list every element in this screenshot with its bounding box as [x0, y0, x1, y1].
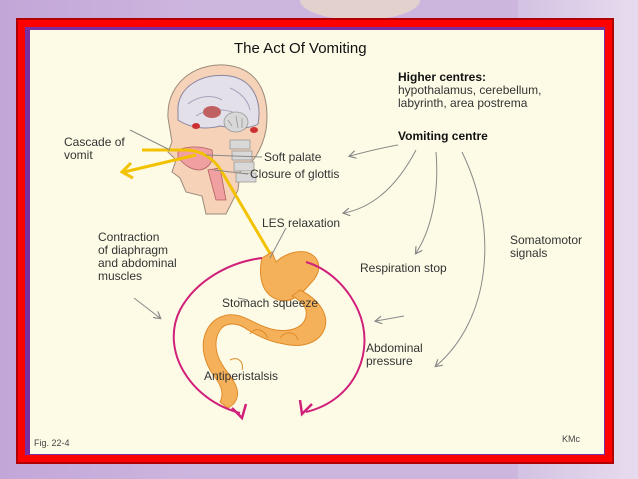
contraction-label-line1: Contraction — [98, 230, 160, 244]
arrow-diaphragm — [133, 297, 160, 318]
force-arrows — [172, 257, 366, 421]
vomit-path — [119, 148, 277, 263]
contraction-label-line4: muscles — [98, 269, 143, 283]
closure-glottis-label: Closure of glottis — [250, 167, 340, 181]
arrow-to-respiration — [416, 151, 438, 253]
figure-number: Fig. 22-4 — [34, 438, 70, 448]
higher-centres-line2: labyrinth, area postrema — [398, 96, 528, 110]
abdominal-pressure-line2: pressure — [366, 354, 413, 368]
left-force-arrow-icon — [231, 403, 248, 421]
cerebellum-icon — [223, 111, 249, 133]
right-force-arrow-icon — [298, 399, 313, 417]
respiration-stop-label: Respiration stop — [360, 261, 447, 275]
arrow-to-les — [344, 149, 417, 213]
higher-centres-line1: hypothalamus, cerebellum, — [398, 83, 542, 97]
contraction-label-line2: of diaphragm — [98, 243, 169, 257]
background-figure — [300, 0, 420, 20]
arrow-to-abdominal — [436, 151, 486, 366]
diagram-panel — [30, 30, 604, 454]
credit-label: KMc — [562, 434, 580, 444]
diagram-title: The Act Of Vomiting — [234, 40, 367, 57]
stomach-squeeze-label: Stomach squeeze — [222, 296, 319, 310]
cascade-label-line1: Cascade of — [64, 135, 125, 149]
cascade-label-line2: vomit — [64, 148, 93, 162]
contraction-label-line3: and abdominal — [98, 256, 177, 270]
arrow-abdominal-pressure — [376, 315, 405, 321]
les-relaxation-label: LES relaxation — [262, 216, 341, 230]
head-illustration — [167, 64, 268, 215]
abdominal-pressure-line1: Abdominal — [366, 341, 423, 355]
somatomotor-label-line2: signals — [510, 246, 548, 260]
arrow-to-soft-palate — [350, 144, 399, 156]
soft-palate-label: Soft palate — [264, 150, 322, 164]
higher-centres-heading: Higher centres: — [398, 70, 487, 84]
cascade-arrow-icon — [119, 161, 134, 180]
pointer-lines — [129, 129, 287, 301]
somatomotor-label-line1: Somatomotor — [510, 233, 583, 247]
vomiting-centre-label: Vomiting centre — [398, 129, 488, 143]
signal-arrows — [133, 144, 486, 366]
antiperistalsis-label: Antiperistalsis — [204, 369, 279, 383]
stomach-illustration — [202, 251, 327, 409]
